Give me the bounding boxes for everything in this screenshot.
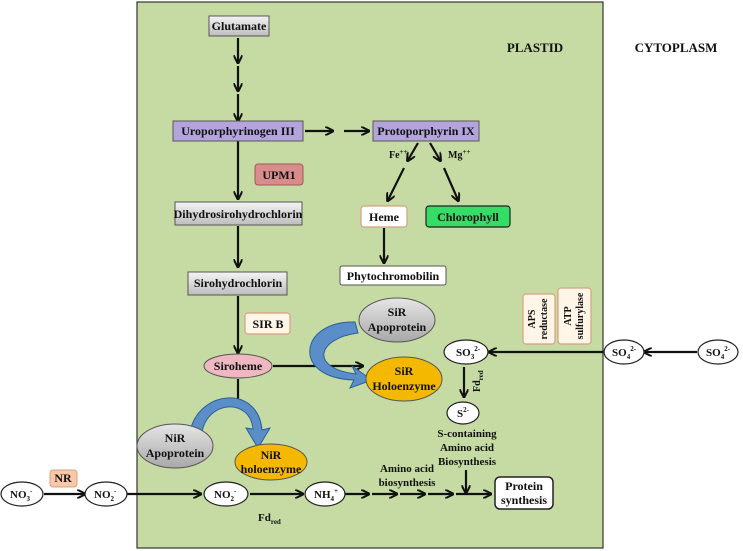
protein-synthesis-label-1: Protein — [505, 479, 543, 493]
sirohydrochlorin-box — [187, 271, 288, 296]
fd-red-sulfur-label: Fdred — [472, 370, 485, 392]
aps-reductase-label-1: APS — [527, 309, 538, 328]
nir-apoprotein-node — [136, 423, 214, 469]
phytochromobilin-label: Phytochromobilin — [347, 269, 440, 283]
s2-node — [446, 401, 480, 425]
so4-inner-node — [603, 339, 645, 365]
nir-assembly-arc — [189, 397, 272, 449]
arrow-proto-to-chl-2 — [442, 167, 458, 200]
no3-label: NO3- — [10, 487, 33, 503]
nir-apoprotein-label-2: Apoprotein — [146, 446, 205, 460]
sir-apoprotein-label-2: Apoprotein — [368, 320, 427, 334]
upm1-label: UPM1 — [262, 168, 295, 182]
no2-inner-label: NO2- — [214, 487, 237, 503]
sir-holoenzyme-label-2: Holoenzyme — [372, 379, 436, 393]
nir-holoenzyme-label-2: holoenzyme — [241, 462, 302, 476]
fd-red-nitrogen-label: Fdred — [258, 512, 281, 526]
s2-label: S2- — [457, 406, 470, 420]
sirb-box — [244, 312, 291, 335]
so4-outer-node — [697, 339, 739, 365]
s-containing-label-2: Amino acid — [440, 442, 494, 454]
nh4-node — [304, 481, 346, 507]
sirohydrochlorin-label: Sirohydrochlorin — [194, 276, 283, 290]
sirb-label: SIR B — [252, 317, 283, 331]
sir-apoprotein-label-1: SiR — [388, 305, 407, 319]
aps-reductase-label-2: reductase — [539, 298, 550, 339]
protoporphyrin-label: Protoporphyrin IX — [377, 124, 475, 138]
so4-outer-label: SO42- — [706, 345, 731, 361]
no2-inner-node — [203, 481, 249, 507]
glutamate-box — [208, 15, 270, 37]
protein-synthesis-box — [494, 476, 554, 510]
atp-sulfurylase-label-2: sulfurylase — [575, 292, 586, 339]
no3-node — [0, 481, 44, 507]
mg-label: Mg++ — [448, 148, 470, 161]
atp-sulfurylase-label-1: ATP — [563, 306, 574, 325]
nir-holoenzyme-node — [234, 443, 308, 481]
siroheme-label: Siroheme — [214, 359, 263, 373]
chlorophyll-box — [425, 205, 511, 228]
nh4-label: NH4+ — [314, 487, 338, 503]
cytoplasm-label: CYTOPLASM — [635, 40, 718, 55]
so3-node — [443, 339, 489, 365]
s-containing-label-3: Biosynthesis — [438, 456, 497, 468]
glutamate-label: Glutamate — [212, 19, 267, 33]
atp-sulfurylase-box — [557, 287, 592, 345]
so4-inner-label: SO42- — [612, 345, 637, 361]
nir-holoenzyme-label-1: NiR — [261, 448, 282, 462]
upm1-box — [254, 163, 304, 186]
amino-acid-label-2: biosynthesis — [379, 477, 437, 489]
no2-outer-label: NO2- — [94, 487, 117, 503]
dihydrosirohydrochlorin-box — [174, 201, 303, 226]
dihydrosirohydrochlorin-label: Dihydrosirohydrochlorin — [174, 207, 303, 221]
amino-acid-label-1: Amino acid — [380, 463, 434, 475]
siroheme-node — [203, 353, 273, 379]
uroporphyrinogen-label: Uroporphyrinogen III — [181, 124, 295, 138]
uroporphyrinogen-box — [172, 120, 304, 142]
arrow-proto-to-heme-2 — [388, 167, 405, 200]
heme-label: Heme — [369, 210, 400, 224]
phytochromobilin-box — [339, 265, 447, 286]
so3-label: SO32- — [456, 345, 481, 361]
sir-assembly-arc — [309, 321, 374, 389]
sir-holoenzyme-node — [365, 356, 443, 402]
sir-apoprotein-node — [358, 297, 436, 343]
nr-box — [49, 469, 78, 488]
arrow-proto-to-heme-1 — [408, 142, 419, 160]
s-containing-label-1: S-containing — [437, 428, 497, 440]
plastid-label: PLASTID — [507, 40, 563, 55]
aps-reductase-box — [522, 293, 556, 345]
sir-holoenzyme-label-1: SiR — [395, 364, 414, 378]
no2-outer-node — [84, 481, 128, 507]
arrow-proto-to-chl-1 — [429, 142, 440, 160]
nr-label: NR — [54, 471, 72, 485]
chlorophyll-label: Chlorophyll — [437, 210, 499, 224]
protoporphyrin-box — [372, 120, 480, 142]
nir-apoprotein-label-1: NiR — [165, 431, 186, 445]
protein-synthesis-label-2: synthesis — [501, 493, 547, 507]
heme-box — [360, 205, 408, 228]
fe-label: Fe++ — [389, 148, 408, 161]
